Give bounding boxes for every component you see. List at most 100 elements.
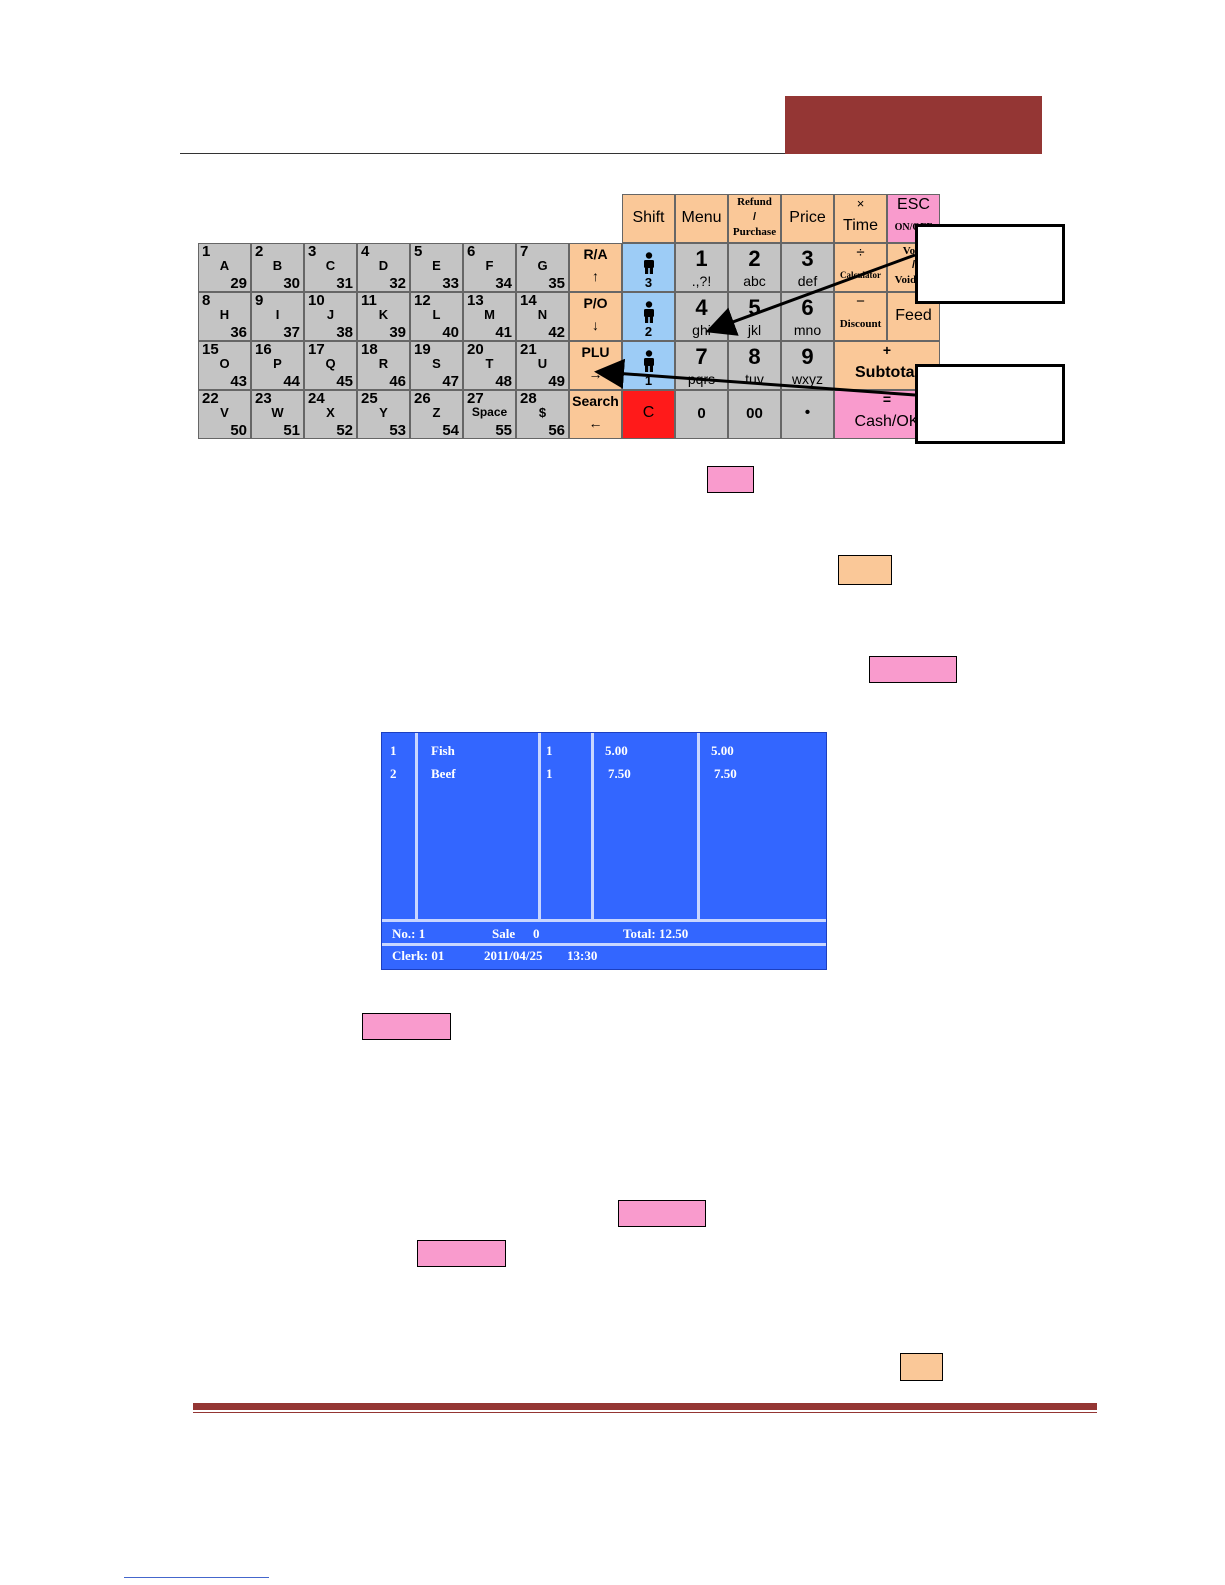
shift-key[interactable]: Shift: [622, 194, 675, 243]
nav-key-ra[interactable]: R/A↑: [569, 243, 622, 292]
footnote-rule: [124, 1577, 269, 1578]
dot-key[interactable]: •: [781, 390, 834, 439]
double-zero-key[interactable]: 00: [728, 390, 781, 439]
key-label: ON/OFF: [894, 222, 933, 233]
number-label: 9: [801, 344, 814, 369]
key-number: 5: [414, 243, 423, 260]
key-letter: M: [484, 307, 495, 322]
menu-key[interactable]: Menu: [675, 194, 728, 243]
equals-icon: =: [882, 391, 892, 407]
letters-label: mno: [793, 322, 822, 338]
refund-purchase-key[interactable]: Refund/Purchase: [728, 194, 781, 243]
header-rule: [180, 153, 785, 154]
clerk-key-2[interactable]: 2: [622, 292, 675, 341]
number-key-9[interactable]: 9 wxyz: [781, 341, 834, 390]
number-label: 3: [801, 246, 814, 271]
key-number-shift: 44: [283, 373, 300, 390]
clerk-key-1[interactable]: 1: [622, 341, 675, 390]
key-number-shift: 30: [283, 275, 300, 292]
arrow-to-plu-key: [594, 358, 916, 397]
cell-no: 1: [390, 743, 397, 758]
key-label: /: [911, 259, 916, 271]
arrow-icon: ↓: [592, 317, 599, 333]
alpha-key-$[interactable]: 28$56: [516, 390, 569, 439]
nav-key-search[interactable]: Search←: [569, 390, 622, 439]
zero-key[interactable]: 0: [675, 390, 728, 439]
cell-name: Fish: [431, 743, 455, 758]
row-divider: [382, 943, 826, 946]
cell-price: 7.50: [608, 766, 631, 781]
column-divider: [591, 733, 594, 919]
column-divider: [697, 733, 700, 919]
number-key-1[interactable]: 1.,?!: [675, 243, 728, 292]
number-label: 2: [748, 246, 761, 271]
key-number-shift: 55: [495, 422, 512, 439]
person-icon: [644, 301, 654, 323]
cell-amount: 7.50: [714, 766, 737, 781]
esc-key-marker: [707, 466, 754, 493]
clerk-number: 2: [644, 324, 653, 339]
key-number-shift: 31: [336, 275, 353, 292]
key-number: 18: [361, 341, 378, 358]
key-number: 17: [308, 341, 325, 358]
key-number: 27: [467, 390, 484, 407]
status-number: No.: 1: [392, 926, 426, 941]
nav-key-po[interactable]: P/O↓: [569, 292, 622, 341]
key-number-shift: 36: [230, 324, 247, 341]
discount-key[interactable]: −Discount: [834, 292, 887, 341]
key-number-shift: 35: [548, 275, 565, 292]
cell-name: Beef: [431, 766, 456, 781]
key-number: 26: [414, 390, 431, 407]
key-number: 19: [414, 341, 431, 358]
key-letter: W: [271, 405, 284, 420]
letters-label: wxyz: [791, 371, 824, 387]
key-number: 20: [467, 341, 484, 358]
key-number: 2: [255, 243, 264, 260]
arrow-to-key-4: [705, 253, 916, 336]
key-letter: K: [378, 307, 389, 322]
key-letter: X: [326, 405, 335, 420]
clerk-key-3[interactable]: 3: [622, 243, 675, 292]
clerk-number: 1: [644, 373, 653, 388]
key-label: Cash/OK: [854, 413, 920, 430]
clear-key[interactable]: C: [622, 390, 675, 439]
key-number-shift: 54: [442, 422, 459, 439]
number-key-7[interactable]: 7pqrs: [675, 341, 728, 390]
key-number: 4: [361, 243, 370, 260]
price-key[interactable]: Price: [781, 194, 834, 243]
key-number-shift: 38: [336, 324, 353, 341]
key-label: Subtotal: [855, 364, 919, 381]
time-key[interactable]: ×Time: [834, 194, 887, 243]
